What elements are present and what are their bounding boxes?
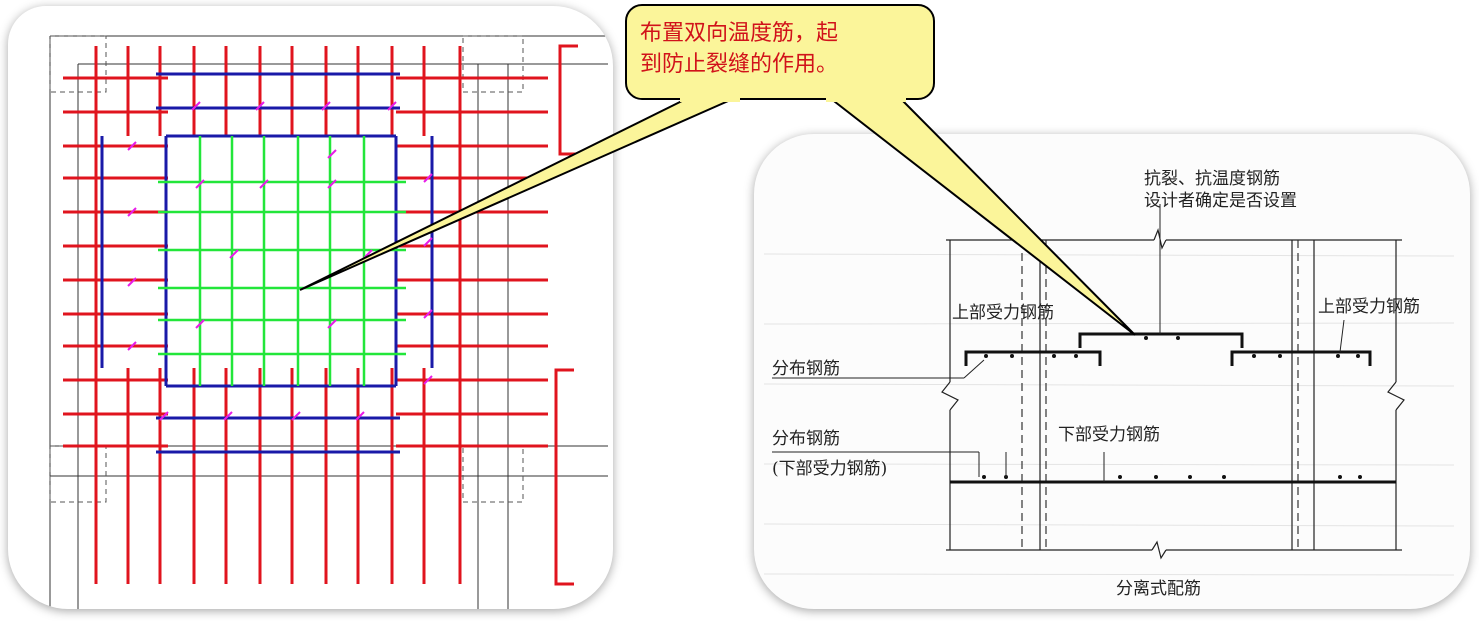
red-bracket-bottom	[554, 368, 574, 586]
slab-section-lines	[941, 227, 1405, 560]
callout-line-1: 布置双向温度筋，起	[640, 21, 839, 46]
callout-text: 布置双向温度筋，起 到防止裂缝的作用。	[640, 18, 920, 80]
red-vertical-bars	[94, 44, 578, 586]
label-crack-1: 抗裂、抗温度钢筋	[1144, 169, 1280, 189]
rebar-plan-drawing	[49, 35, 608, 609]
callout-line-2: 到防止裂缝的作用。	[640, 52, 839, 77]
magenta-tie	[127, 207, 137, 217]
section-detail-drawing: 抗裂、抗温度钢筋 设计者确定是否设置 上部受力钢筋 上部受力钢筋 分布钢筋 分布…	[763, 169, 1455, 599]
slab-outlines	[49, 35, 608, 609]
label-top-right: 上部受力钢筋	[1318, 297, 1420, 317]
callout-joint-left	[680, 92, 740, 102]
scan-texture	[763, 253, 1455, 576]
magenta-tie	[127, 341, 137, 351]
section-detail-panel: 抗裂、抗温度钢筋 设计者确定是否设置 上部受力钢筋 上部受力钢筋 分布钢筋 分布…	[754, 134, 1470, 609]
callout-pointer-right	[827, 97, 1136, 336]
green-grid-bars	[158, 136, 406, 386]
red-horizontal-bars	[63, 76, 548, 448]
blue-frame-bars	[100, 72, 434, 454]
diagram-caption: 分离式配筋	[1116, 579, 1201, 599]
callout-box	[625, 4, 935, 100]
magenta-tie	[355, 411, 365, 421]
magenta-tie	[423, 375, 433, 385]
label-dist-top: 分布钢筋	[772, 359, 840, 379]
magenta-tie	[321, 101, 331, 111]
magenta-tie	[423, 309, 433, 319]
magenta-tie	[159, 411, 169, 421]
rebar-dots	[982, 336, 1362, 479]
magenta-tie	[255, 101, 265, 111]
magenta-tie	[127, 141, 137, 151]
callout-pointer-left	[299, 97, 736, 291]
magenta-tie	[423, 237, 433, 247]
magenta-tie	[387, 101, 397, 111]
magenta-ties	[127, 101, 433, 421]
label-dist-bottom-sub: (下部受力钢筋)	[772, 459, 887, 479]
red-bracket-top	[558, 44, 578, 156]
magenta-tie	[291, 411, 301, 421]
magenta-tie	[327, 149, 337, 159]
callout-joint-right	[826, 92, 906, 102]
leader-lines	[772, 204, 1345, 482]
magenta-tie	[229, 249, 239, 259]
magenta-tie	[423, 173, 433, 183]
magenta-tie	[327, 179, 337, 189]
magenta-tie	[259, 179, 269, 189]
magenta-tie	[127, 277, 137, 287]
label-bottom: 下部受力钢筋	[1058, 425, 1160, 445]
magenta-tie	[327, 319, 337, 329]
rebar-plan-panel	[8, 6, 613, 609]
label-dist-bottom: 分布钢筋	[772, 429, 840, 449]
magenta-tie	[191, 101, 201, 111]
label-top-left: 上部受力钢筋	[952, 303, 1054, 323]
rebar-lines	[950, 332, 1396, 484]
magenta-tie	[195, 179, 205, 189]
section-labels: 抗裂、抗温度钢筋 设计者确定是否设置 上部受力钢筋 上部受力钢筋 分布钢筋 分布…	[772, 169, 1420, 599]
magenta-tie	[195, 319, 205, 329]
label-crack-2: 设计者确定是否设置	[1144, 191, 1297, 211]
magenta-tie	[223, 411, 233, 421]
